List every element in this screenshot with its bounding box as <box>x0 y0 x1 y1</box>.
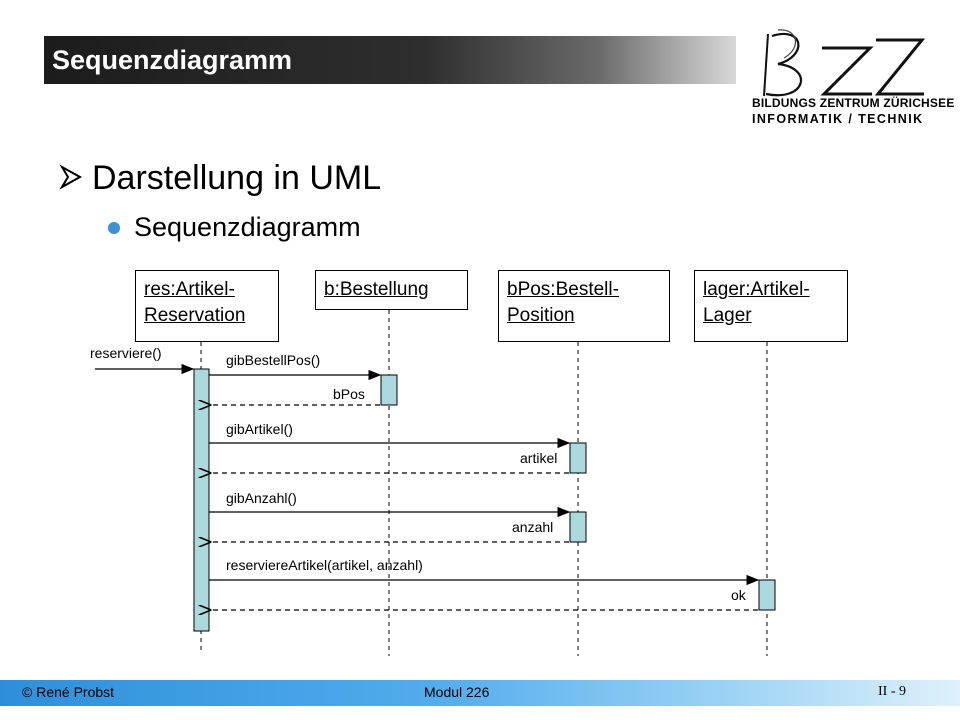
activation-reservation <box>193 368 210 632</box>
dot-bullet-icon <box>108 222 120 234</box>
object-box-lager: lager:Artikel- Lager <box>694 270 848 342</box>
message-label: ok <box>731 587 746 603</box>
footer-bar <box>0 680 960 706</box>
arrow-bullet-icon <box>59 164 83 190</box>
footer-page-number: II - 9 <box>878 684 906 699</box>
activation-bestellung <box>380 374 398 406</box>
object-label-line1: b:Bestellung <box>324 279 429 300</box>
object-box-bestellung: b:Bestellung <box>315 270 468 310</box>
message-label: reserviereArtikel(artikel, anzahl) <box>226 557 423 573</box>
main-heading: Darstellung in UML <box>92 159 382 197</box>
footer-module: Modul 226 <box>424 684 490 700</box>
message-label: bPos <box>333 386 365 402</box>
logo-text-line2: INFORMATIK / TECHNIK <box>752 112 924 126</box>
activation-bestellposition-2 <box>569 511 587 543</box>
activation-lager <box>758 579 776 611</box>
footer-author: © René Probst <box>22 684 115 700</box>
message-label: gibArtikel() <box>226 421 293 437</box>
object-box-bestellposition: bPos:Bestell- Position <box>498 270 670 342</box>
object-label-line2: Reservation <box>144 305 246 326</box>
message-label: gibBestellPos() <box>226 352 321 368</box>
sub-heading: Sequenzdiagramm <box>134 212 361 242</box>
object-label-line2: Lager <box>703 305 752 326</box>
activation-bestellposition-1 <box>569 442 587 474</box>
slide-title: Sequenzdiagramm <box>52 45 293 75</box>
object-label-line1: res:Artikel- <box>144 279 235 300</box>
object-box-reservation: res:Artikel- Reservation <box>135 270 279 342</box>
message-label: artikel <box>520 450 558 466</box>
message-label: reserviere() <box>90 345 162 361</box>
object-label-line1: lager:Artikel- <box>703 279 810 300</box>
header-bar <box>44 36 736 84</box>
object-label-line2: Position <box>507 305 575 326</box>
bzz-logo <box>763 29 926 97</box>
message-label: gibAnzahl() <box>226 490 297 506</box>
message-label: anzahl <box>512 519 554 535</box>
logo-text-line1: BILDUNGS ZENTRUM ZÜRICHSEE <box>752 96 955 110</box>
object-label-line1: bPos:Bestell- <box>507 279 619 300</box>
